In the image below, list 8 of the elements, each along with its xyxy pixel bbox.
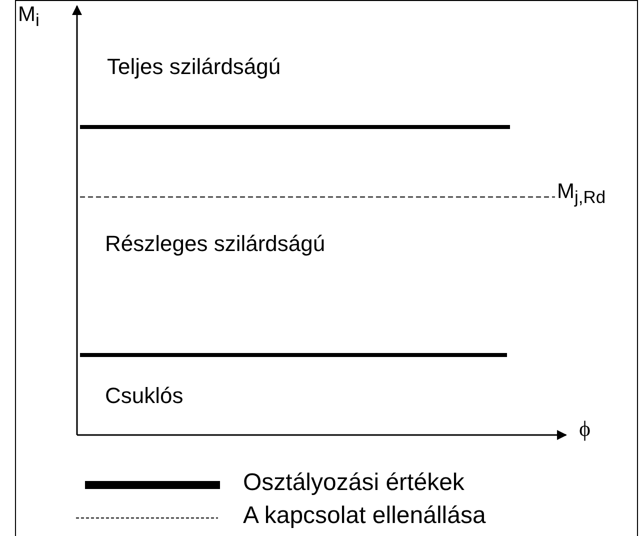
region-label: Teljes szilárdságú [107, 56, 281, 78]
level-label: M$_{j,Rd}$ [557, 181, 606, 207]
legend-text: Osztályozási értékek [243, 471, 464, 495]
legend-text: A kapcsolat ellenállása [243, 504, 486, 528]
region-label: Csuklós [105, 385, 184, 407]
axis-label: ϕ [579, 418, 591, 440]
axis-label: M$_{i}$ [18, 4, 40, 30]
region-label: Részleges szilárdságú [105, 233, 326, 255]
